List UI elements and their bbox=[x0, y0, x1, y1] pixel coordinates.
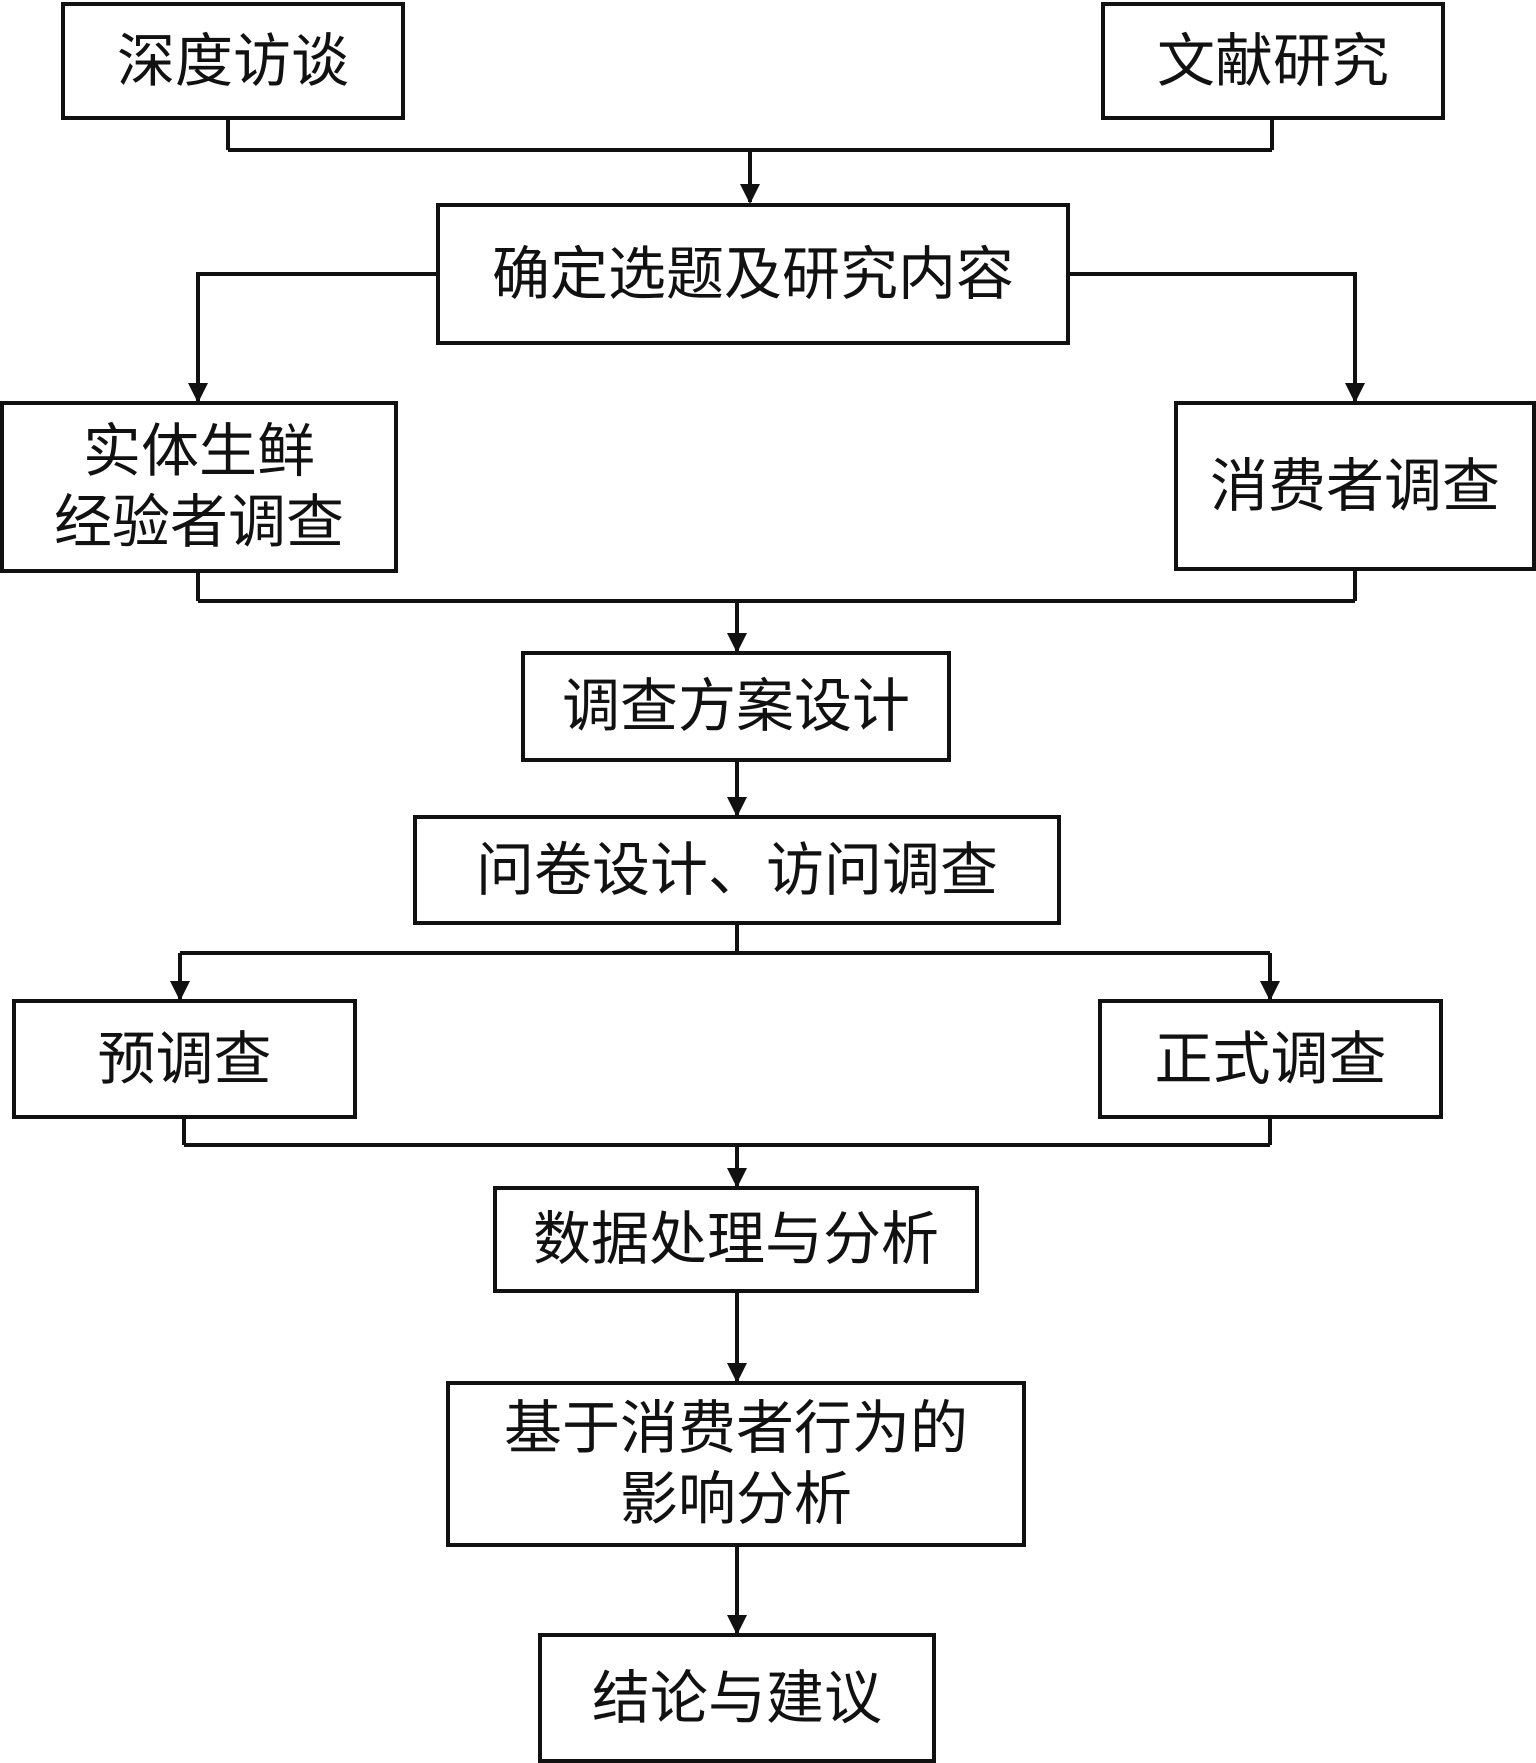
data-processing-label: 数据处理与分析 bbox=[532, 1205, 939, 1274]
questionnaire-interview-box: 问卷设计、访问调查 bbox=[413, 815, 1061, 925]
experienced-survey-label-line1: 实体生鲜 bbox=[82, 417, 315, 486]
in-depth-interview-label: 深度访谈 bbox=[116, 26, 349, 95]
questionnaire-interview-label: 问卷设计、访问调查 bbox=[475, 835, 998, 904]
arrow-to-experienced-survey bbox=[188, 272, 438, 403]
consumer-survey-label: 消费者调查 bbox=[1209, 451, 1500, 520]
behavior-analysis-label-line1: 基于消费者行为的 bbox=[503, 1394, 968, 1463]
formal-survey-label: 正式调查 bbox=[1154, 1024, 1387, 1093]
conclusion-box: 结论与建议 bbox=[538, 1633, 936, 1763]
consumer-survey-box: 消费者调查 bbox=[1174, 401, 1536, 571]
pre-survey-label: 预调查 bbox=[97, 1024, 272, 1093]
literature-research-box: 文献研究 bbox=[1101, 2, 1445, 120]
behavior-analysis-box: 基于消费者行为的 影响分析 bbox=[446, 1381, 1026, 1547]
data-processing-box: 数据处理与分析 bbox=[493, 1186, 979, 1293]
literature-research-label: 文献研究 bbox=[1156, 26, 1389, 95]
determine-topic-box: 确定选题及研究内容 bbox=[436, 203, 1070, 345]
in-depth-interview-box: 深度访谈 bbox=[61, 2, 405, 120]
survey-plan-design-label: 调查方案设计 bbox=[561, 672, 910, 741]
pre-survey-box: 预调查 bbox=[12, 999, 357, 1119]
survey-plan-design-box: 调查方案设计 bbox=[521, 651, 951, 762]
behavior-analysis-label-line2: 影响分析 bbox=[619, 1465, 852, 1533]
conclusion-label: 结论与建议 bbox=[591, 1663, 882, 1732]
formal-survey-box: 正式调查 bbox=[1098, 999, 1443, 1119]
determine-topic-label: 确定选题及研究内容 bbox=[491, 239, 1014, 308]
experienced-survey-label-line2: 经验者调查 bbox=[53, 488, 344, 556]
arrow-to-consumer-survey bbox=[1068, 272, 1365, 403]
experienced-survey-box: 实体生鲜 经验者调查 bbox=[0, 401, 398, 573]
